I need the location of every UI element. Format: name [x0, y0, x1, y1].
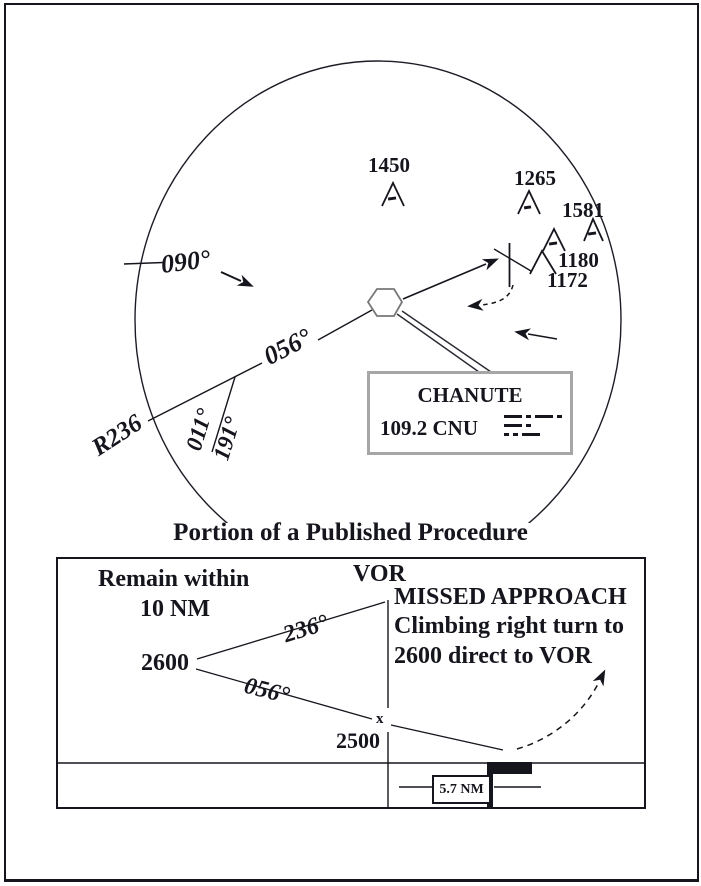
vor-facility-box: CHANUTE 109.2 CNU [367, 371, 573, 455]
obstacle-dot-1450 [387, 196, 397, 201]
profile-altitude-2600: 2600 [141, 650, 189, 676]
missed-approach-line1: Climbing right turn to [394, 613, 625, 639]
missed-approach-title: MISSED APPROACH [394, 584, 627, 610]
course-extension-line [493, 248, 532, 272]
vor-box-leader-line-1 [396, 313, 480, 373]
east-radial-tick [123, 261, 164, 265]
vor-facility-name: CHANUTE [417, 383, 523, 407]
obstacle-dot-1180 [548, 241, 558, 246]
inbound-radial-lower [147, 362, 263, 422]
remain-within-line1: Remain within [98, 566, 250, 592]
obstacle-label-1581: 1581 [562, 198, 604, 222]
runway-distance-box: 5.7 NM [432, 775, 491, 804]
map-x-marker: x [376, 711, 384, 727]
obstacle-label-1180: 1180 [558, 248, 599, 272]
profile-vor-label: VOR [353, 561, 406, 587]
obstacle-label-1450: 1450 [368, 153, 410, 177]
obstacle-icon-1180 [542, 226, 566, 252]
radial-label-090: 090° [159, 244, 212, 279]
obstacle-label-1172: 1172 [547, 268, 588, 292]
profile-altitude-2500: 2500 [336, 728, 380, 753]
obstacle-icon-1450 [381, 180, 405, 207]
obstacle-icon-1265 [517, 188, 541, 215]
ten-nm-circle [134, 60, 622, 523]
morse-code-icon [504, 415, 562, 442]
vor-hexagon-icon [366, 288, 404, 317]
return-to-vor-arrow [514, 328, 558, 341]
obstacle-icon-1581 [583, 216, 604, 242]
leg-011-191-line [211, 376, 236, 453]
runway-icon [488, 762, 532, 774]
profile-descent-line [390, 724, 504, 751]
missed-approach-line2: 2600 direct to VOR [394, 643, 592, 669]
vor-box-leader-line-2 [401, 310, 492, 373]
runway-distance-label: 5.7 NM [439, 781, 484, 797]
obstacle-icon-1172 [529, 249, 557, 275]
east-radial-arrow [220, 271, 254, 287]
obstacle-dot-1581 [587, 231, 597, 236]
obstacle-label-1265: 1265 [514, 166, 556, 190]
profile-inbound-leg-line [195, 668, 373, 720]
inbound-radial-upper [317, 309, 373, 341]
remain-within-line2: 10 NM [140, 596, 210, 622]
figure-title: Portion of a Published Procedure [173, 519, 528, 546]
obstacle-dot-1265 [523, 205, 532, 210]
profile-outbound-leg-line [196, 601, 386, 660]
profile-missed-approach-dashed-arrow [516, 669, 606, 750]
profile-box [56, 557, 646, 809]
vor-frequency: 109.2 CNU [380, 416, 478, 440]
final-approach-course-line [402, 258, 499, 300]
missed-approach-turn-dashed-arrow [467, 284, 514, 311]
